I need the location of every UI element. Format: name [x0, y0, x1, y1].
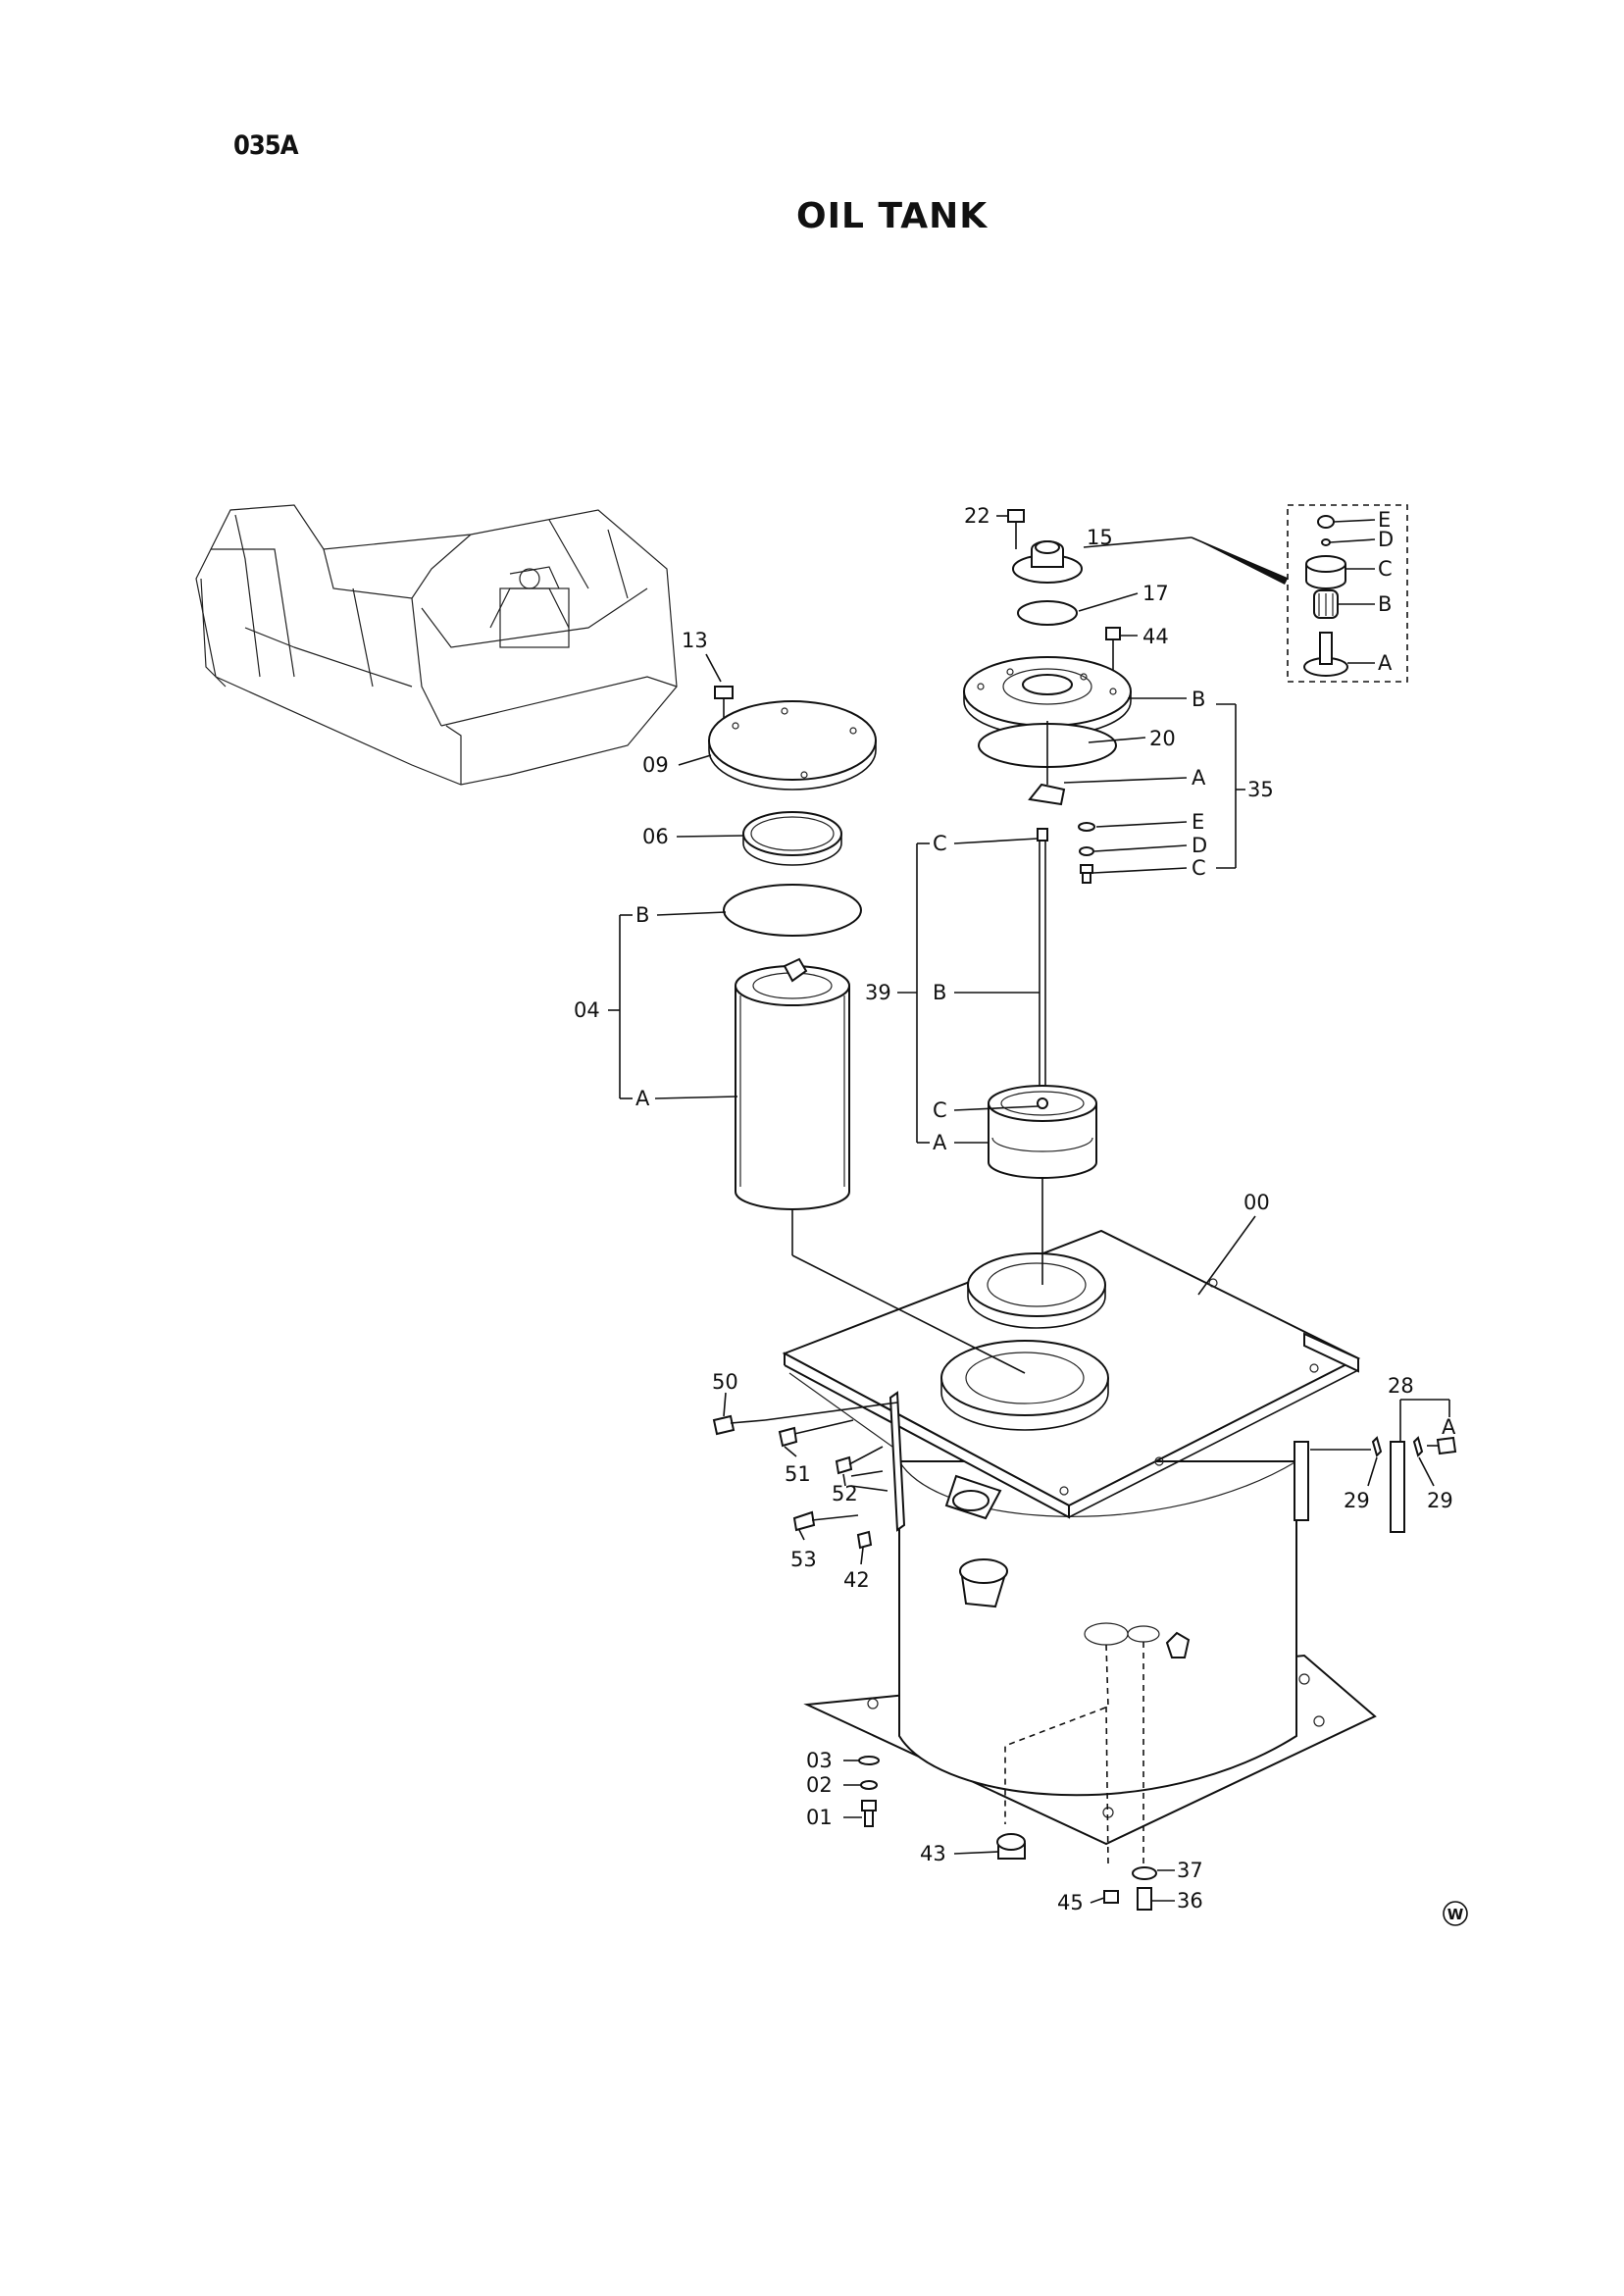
seal-04-b — [723, 884, 862, 937]
callout-29-right: 29 — [1427, 1489, 1453, 1512]
bracket-39-c-bottom-label: C — [933, 1098, 947, 1122]
callout-39: 39 — [865, 981, 891, 1004]
callout-03: 03 — [806, 1749, 833, 1772]
callout-51: 51 — [785, 1462, 811, 1486]
bracket-35-b-label: B — [1192, 688, 1205, 711]
inset-15-d: D — [1378, 528, 1394, 551]
callout-06: 06 — [642, 825, 669, 848]
breather-15 — [1012, 540, 1083, 584]
bracket-39-b-label: B — [933, 981, 946, 1004]
callout-labels: 22 15 17 44 13 09 20 35 06 04 39 00 50 5… — [574, 504, 1456, 1914]
drain-components — [858, 1756, 1157, 1911]
callout-45: 45 — [1057, 1891, 1084, 1914]
page-code: 035A — [233, 130, 299, 161]
callout-17: 17 — [1142, 582, 1169, 605]
strainer-39 — [988, 828, 1097, 1179]
bracket-35-e-label: E — [1192, 810, 1204, 834]
callout-22: 22 — [964, 504, 990, 528]
callout-53: 53 — [790, 1548, 817, 1571]
breather-15-inset — [1191, 504, 1408, 683]
oil-filter-group — [708, 686, 877, 1210]
bracket-35-a-label: A — [1192, 766, 1206, 790]
bracket-28-a-label: A — [1442, 1415, 1456, 1439]
callout-44: 44 — [1142, 625, 1169, 648]
callout-00: 00 — [1243, 1191, 1270, 1214]
bracket-04-a-label: A — [635, 1087, 650, 1110]
inset-15-a: A — [1378, 651, 1393, 675]
callout-15: 15 — [1087, 526, 1113, 549]
ring-06 — [742, 811, 842, 866]
bracket-35-a — [1028, 783, 1066, 806]
bracket-39-c-top-label: C — [933, 832, 947, 855]
filter-element-04-a — [735, 957, 850, 1210]
bracket-35-c-label: C — [1192, 856, 1206, 880]
oil-tank-00 — [782, 1229, 1377, 1864]
leader-lines — [608, 515, 1450, 1904]
callout-09: 09 — [642, 753, 669, 777]
callout-20: 20 — [1149, 727, 1176, 750]
callout-52: 52 — [832, 1482, 858, 1505]
breather-strainer-group — [963, 509, 1132, 1179]
bolt-35-c — [1080, 864, 1093, 884]
fittings-group — [712, 1402, 898, 1550]
inset-15-e: E — [1378, 508, 1391, 532]
bracket-39-a-label: A — [933, 1131, 947, 1154]
flange-35-b — [963, 656, 1132, 737]
circled-w-mark: W — [1443, 1901, 1468, 1926]
callout-50: 50 — [712, 1370, 738, 1394]
callout-28: 28 — [1388, 1374, 1414, 1398]
washer-35-d — [1079, 846, 1094, 856]
callout-42: 42 — [843, 1568, 870, 1592]
bolt-22 — [1007, 509, 1025, 549]
inset-15-c: C — [1378, 557, 1393, 581]
inset-15-b: B — [1378, 592, 1392, 616]
page-title: OIL TANK — [796, 196, 989, 236]
callout-29-left: 29 — [1344, 1489, 1370, 1512]
callout-43: 43 — [920, 1842, 946, 1865]
callout-35: 35 — [1247, 778, 1274, 801]
w-mark-letter: W — [1447, 1906, 1464, 1923]
callout-01: 01 — [806, 1806, 833, 1829]
gauge-28-and-clips-29 — [1310, 1436, 1457, 1533]
bracket-04-b-label: B — [635, 903, 649, 927]
excavator-reference-illustration — [195, 504, 678, 786]
callout-04: 04 — [574, 998, 600, 1022]
disc-17 — [1017, 600, 1078, 626]
callout-36: 36 — [1177, 1889, 1203, 1913]
callout-02: 02 — [806, 1773, 833, 1797]
callout-37: 37 — [1177, 1859, 1203, 1882]
bracket-35-d-label: D — [1192, 834, 1207, 857]
washer-35-e — [1078, 822, 1095, 832]
cover-09 — [708, 700, 877, 791]
callout-13: 13 — [682, 629, 708, 652]
